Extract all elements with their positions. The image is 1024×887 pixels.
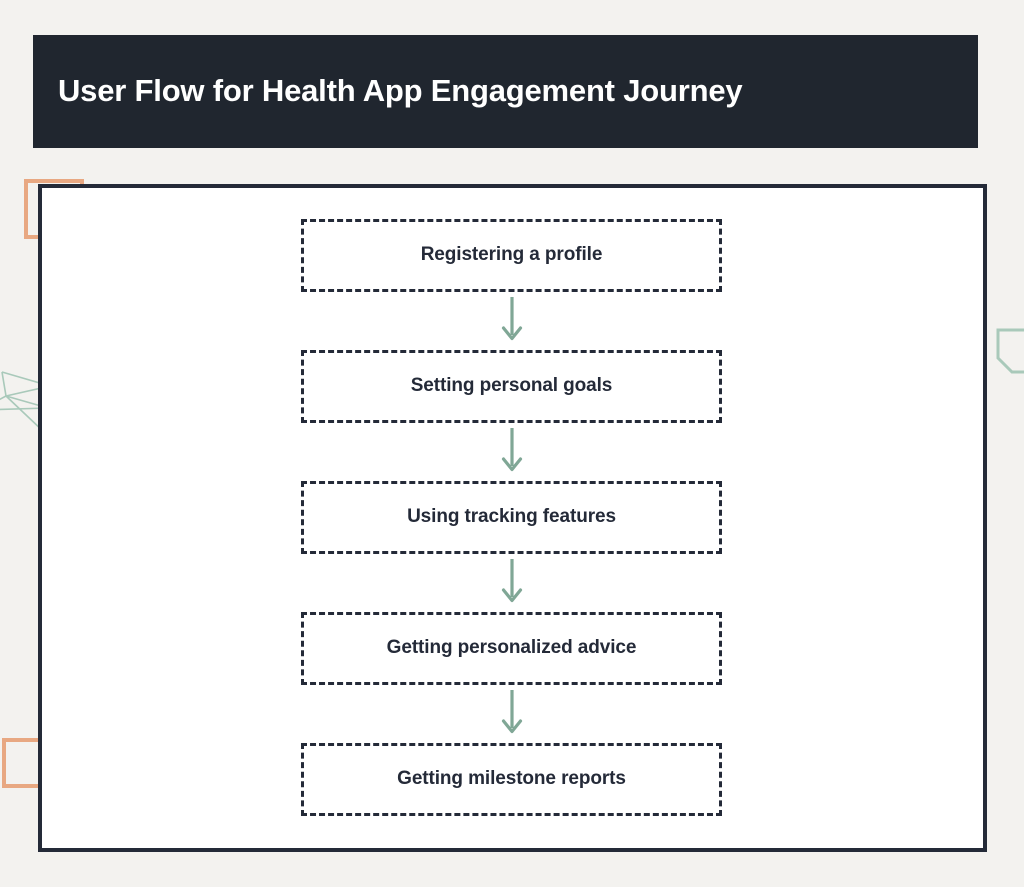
flow-node-getting-personalized-advice[interactable]: Getting personalized advice <box>301 612 722 685</box>
flow-connector-2 <box>301 423 722 481</box>
flow-connector-3 <box>301 554 722 612</box>
arrow-down-icon <box>501 559 522 603</box>
arrow-down-icon <box>501 297 522 341</box>
flow-node-using-tracking-features[interactable]: Using tracking features <box>301 481 722 554</box>
flow-node-label: Registering a profile <box>420 244 603 266</box>
flow-node-getting-milestone-reports[interactable]: Getting milestone reports <box>301 743 722 816</box>
decorative-tag-right-icon <box>996 328 1024 388</box>
flowchart-panel: Registering a profile Setting personal g… <box>38 184 987 852</box>
arrow-down-icon <box>501 690 522 734</box>
flow-node-setting-personal-goals[interactable]: Setting personal goals <box>301 350 722 423</box>
flow-node-label: Using tracking features <box>407 506 616 528</box>
flow-node-label: Setting personal goals <box>410 375 613 397</box>
flow-connector-4 <box>301 685 722 743</box>
flow-connector-1 <box>301 292 722 350</box>
arrow-down-icon <box>501 428 522 472</box>
flowchart-stack: Registering a profile Setting personal g… <box>301 219 722 816</box>
page-title: User Flow for Health App Engagement Jour… <box>58 73 743 109</box>
flow-node-label: Getting milestone reports <box>397 768 626 790</box>
page-title-bar: User Flow for Health App Engagement Jour… <box>33 35 978 148</box>
flow-node-label: Getting personalized advice <box>386 637 637 659</box>
flow-node-registering-a-profile[interactable]: Registering a profile <box>301 219 722 292</box>
